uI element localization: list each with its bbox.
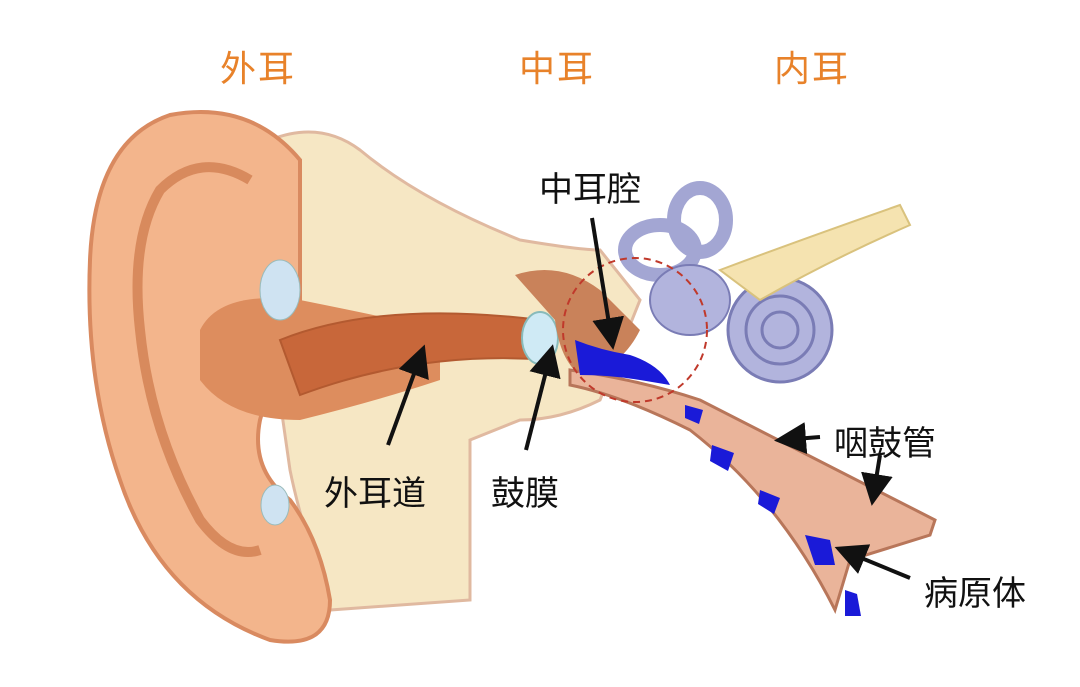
arrow-ear-canal [386, 344, 429, 446]
section-title-inner-ear: 内耳 [773, 49, 851, 90]
arrow-eustachian-tube [774, 422, 821, 455]
cartilage [260, 484, 290, 526]
arrow-pathogen [834, 544, 911, 580]
pointer-arrows [386, 217, 911, 580]
label-pathogen: 病原体 [924, 574, 1026, 614]
arrow-eustachian-tube-2 [861, 454, 893, 506]
label-ear-canal: 外耳道 [324, 474, 426, 514]
section-title-outer-ear: 外耳 [219, 49, 297, 90]
arrow-eardrum [524, 344, 561, 451]
section-title-middle-ear: 中耳 [518, 49, 596, 90]
middle-ear-highlight-circle [562, 257, 708, 403]
auditory-nerve [717, 203, 912, 302]
temporal-bone [268, 130, 642, 612]
auricle-inner-fold [132, 162, 262, 557]
inner-ear [618, 181, 834, 384]
pathogen-clusters [575, 340, 861, 616]
label-eardrum: 鼓膜 [491, 474, 559, 514]
eustachian-tube [568, 368, 937, 615]
label-middle-ear-cavity: 中耳腔 [539, 170, 641, 210]
eardrum-membrane [521, 311, 559, 365]
label-eustachian-tube: 咽鼓管 [834, 424, 936, 464]
arrow-middle-ear-cavity [590, 217, 624, 350]
cartilage [259, 259, 301, 321]
